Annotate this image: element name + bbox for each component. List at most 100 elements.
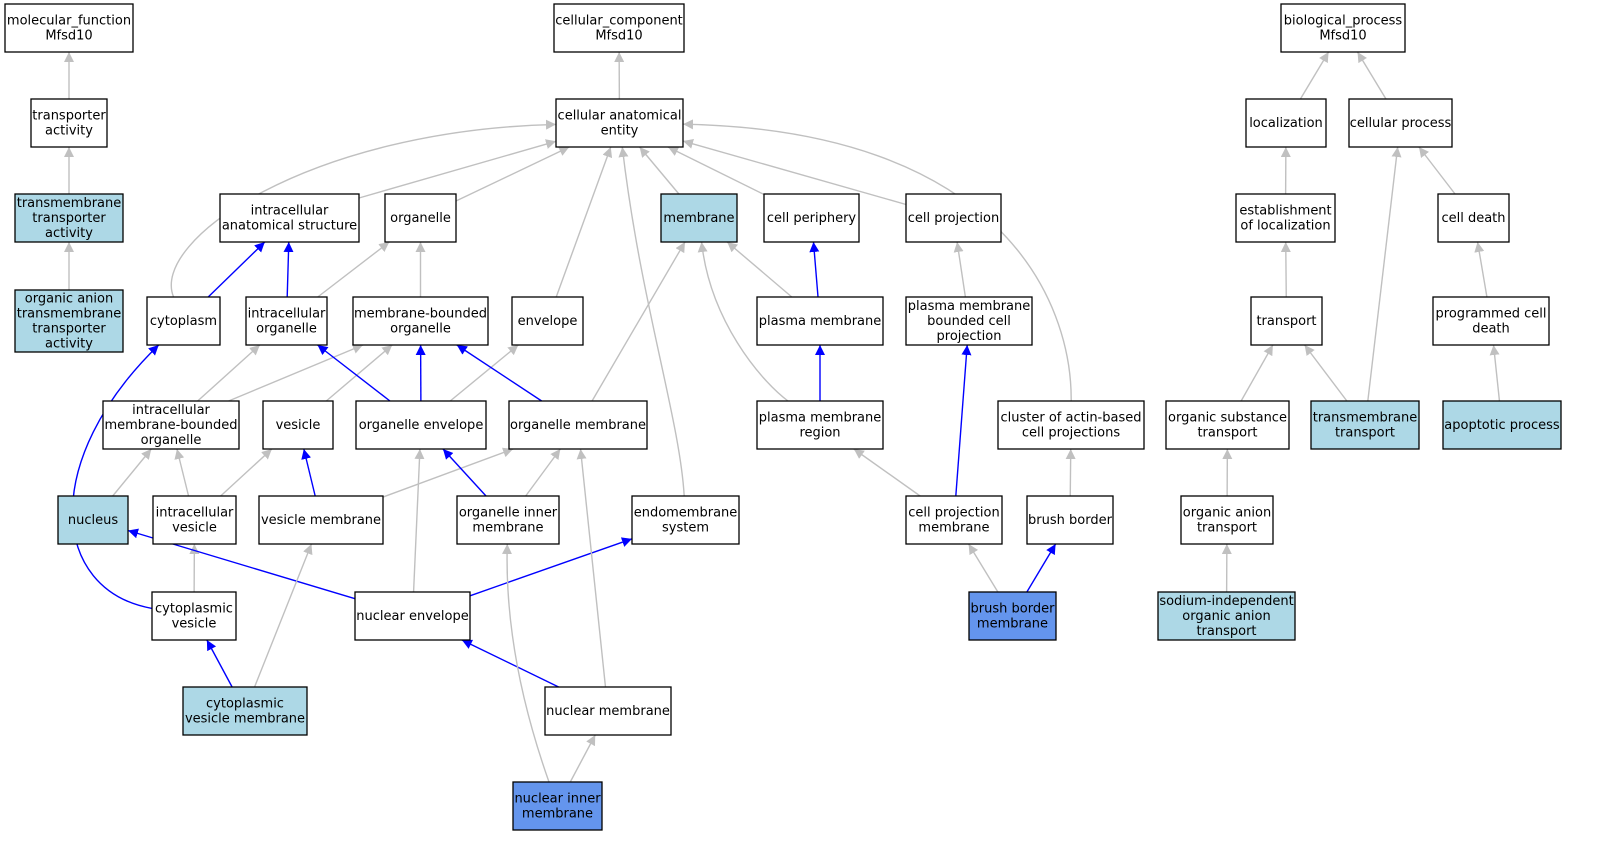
node-vesicle-membrane[interactable]: vesicle membrane bbox=[258, 495, 384, 545]
node-label: vesicle membrane bbox=[185, 712, 305, 727]
node-label: endomembrane bbox=[634, 506, 738, 521]
node-label: membrane-bounded bbox=[354, 307, 487, 322]
node-label: brush border bbox=[1028, 513, 1113, 528]
node-envelope[interactable]: envelope bbox=[511, 296, 584, 346]
node-label: plasma membrane bbox=[759, 411, 882, 426]
edge-cytoplasmic-vesicle-membrane-to-vesicle-membrane bbox=[253, 543, 313, 688]
node-box bbox=[555, 98, 684, 148]
node-label: nuclear inner bbox=[514, 792, 601, 807]
node-plasma-membrane[interactable]: plasma membrane bbox=[756, 296, 884, 346]
node-box bbox=[30, 98, 108, 148]
node-nucleus[interactable]: nucleus bbox=[57, 495, 129, 545]
node-apoptotic-process[interactable]: apoptotic process bbox=[1442, 400, 1562, 450]
node-box bbox=[905, 495, 1003, 545]
edge-cytoplasm-to-intracellular-anatomical-structure bbox=[207, 241, 266, 298]
edge-organic-substance-transport-to-transport bbox=[1240, 344, 1274, 402]
node-label: organelle bbox=[141, 433, 202, 448]
node-cell-projection[interactable]: cell projection bbox=[905, 193, 1002, 243]
node-box bbox=[1180, 495, 1274, 545]
node-brush-border[interactable]: brush border bbox=[1026, 495, 1114, 545]
node-label: transport bbox=[1256, 314, 1316, 329]
node-cell-death[interactable]: cell death bbox=[1437, 193, 1510, 243]
node-label: organelle membrane bbox=[510, 418, 646, 433]
node-org-anion-tm-transporter[interactable]: organic aniontransmembranetransporteract… bbox=[14, 289, 124, 353]
node-label: plasma membrane bbox=[759, 314, 882, 329]
edge-line bbox=[853, 448, 921, 497]
node-membrane[interactable]: membrane bbox=[660, 193, 738, 243]
node-label: cell projection bbox=[908, 506, 999, 521]
node-label: activity bbox=[45, 226, 93, 241]
edge-nuclear-membrane-to-organelle-membrane bbox=[576, 448, 607, 688]
node-box bbox=[660, 193, 738, 243]
edge-organelle-inner-membrane-to-organelle-membrane bbox=[525, 448, 561, 497]
node-label: organelle bbox=[256, 322, 317, 337]
node-label: organelle bbox=[390, 322, 451, 337]
node-box bbox=[152, 495, 237, 545]
edge-cytoplasmic-vesicle-to-cytoplasm bbox=[71, 344, 160, 610]
node-box bbox=[553, 3, 685, 53]
node-box bbox=[544, 686, 672, 736]
node-label: cellular anatomical bbox=[558, 109, 682, 124]
edge-intracellular-mbo-to-membrane-bounded-organelle bbox=[228, 344, 364, 402]
node-label: intracellular bbox=[156, 506, 234, 521]
node-label: transport bbox=[1335, 426, 1395, 441]
node-nuclear-membrane[interactable]: nuclear membrane bbox=[544, 686, 672, 736]
node-cellular-process[interactable]: cellular process bbox=[1348, 98, 1453, 148]
edge-line bbox=[682, 119, 1072, 402]
node-label: apoptotic process bbox=[1444, 418, 1560, 433]
node-organelle-envelope[interactable]: organelle envelope bbox=[355, 400, 487, 450]
edge-pm-region-to-membrane bbox=[697, 241, 789, 402]
node-label: membrane bbox=[663, 211, 734, 226]
node-cytoplasm[interactable]: cytoplasm bbox=[146, 296, 221, 346]
edge-organelle-envelope-to-intracellular-organelle bbox=[317, 344, 391, 402]
edge-line bbox=[206, 639, 233, 688]
node-label: activity bbox=[45, 124, 93, 139]
node-transport[interactable]: transport bbox=[1250, 296, 1323, 346]
edge-vesicle-membrane-to-organelle-membrane bbox=[382, 447, 514, 498]
edge-line bbox=[1474, 241, 1488, 298]
node-organelle-membrane[interactable]: organelle membrane bbox=[508, 400, 648, 450]
node-organelle[interactable]: organelle bbox=[384, 193, 457, 243]
node-box bbox=[245, 296, 328, 346]
node-vesicle[interactable]: vesicle bbox=[262, 400, 334, 450]
node-box bbox=[262, 400, 334, 450]
node-label: brush border bbox=[971, 602, 1056, 617]
edge-line bbox=[469, 537, 633, 597]
node-label: cytoplasm bbox=[150, 314, 217, 329]
edge-line bbox=[112, 448, 152, 497]
node-label: cluster of actin-based bbox=[1000, 411, 1141, 426]
node-box bbox=[14, 193, 124, 243]
node-localization[interactable]: localization bbox=[1245, 98, 1327, 148]
node-cell-periphery[interactable]: cell periphery bbox=[763, 193, 860, 243]
edge-cell-periphery-to-cellular-anatomical-entity bbox=[667, 146, 765, 196]
edge-endomembrane-system-to-cellular-anatomical-entity bbox=[618, 146, 685, 497]
node-nuclear-envelope[interactable]: nuclear envelope bbox=[354, 591, 471, 641]
